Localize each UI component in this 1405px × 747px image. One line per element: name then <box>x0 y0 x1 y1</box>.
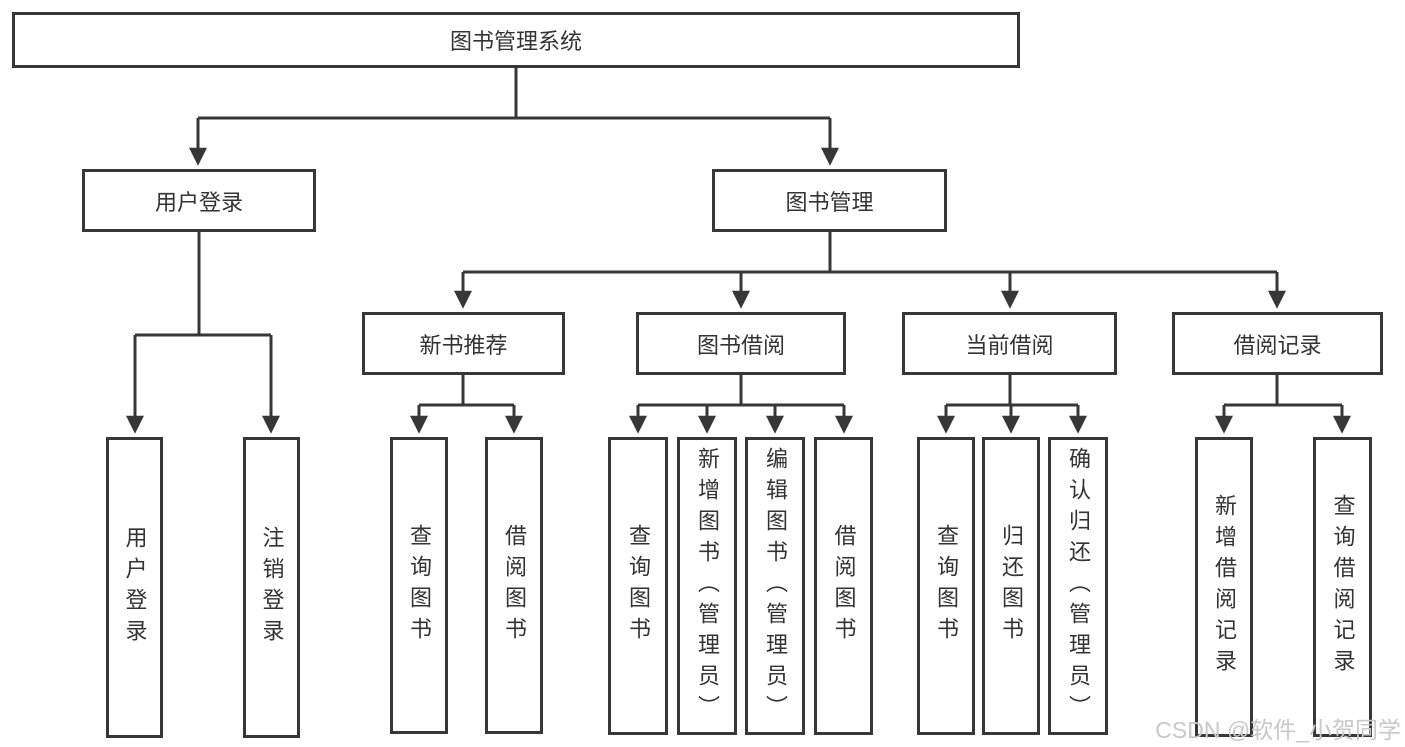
leaf-confirm-return-admin: 确认归还（管理员） <box>1048 437 1108 735</box>
leaf-add-books-admin: 新增图书（管理员） <box>677 437 737 735</box>
leaf-query-books-borrow: 查询图书 <box>608 437 668 735</box>
leaf-user-login: 用户登录 <box>106 437 163 738</box>
leaf-return-books: 归还图书 <box>982 437 1040 735</box>
node-new-book-recommendation: 新书推荐 <box>362 312 565 375</box>
node-book-management: 图书管理 <box>712 169 947 232</box>
leaf-add-borrow-record: 新增借阅记录 <box>1195 437 1253 737</box>
leaf-query-borrow-record: 查询借阅记录 <box>1313 437 1372 737</box>
leaf-borrow-books-recommend: 借阅图书 <box>485 437 543 734</box>
node-borrowing-records: 借阅记录 <box>1172 312 1383 375</box>
leaf-query-books-current: 查询图书 <box>917 437 975 735</box>
node-user-login-branch: 用户登录 <box>82 169 316 232</box>
leaf-logout-login: 注销登录 <box>243 437 300 738</box>
leaf-query-books-recommend: 查询图书 <box>390 437 448 734</box>
watermark: CSDN @软件_小贺同学 <box>1155 717 1401 743</box>
leaf-borrow-books-borrow: 借阅图书 <box>814 437 873 735</box>
node-root-system: 图书管理系统 <box>12 12 1020 68</box>
node-current-borrowing: 当前借阅 <box>902 312 1117 375</box>
leaf-edit-books-admin: 编辑图书（管理员） <box>745 437 805 735</box>
node-book-borrowing: 图书借阅 <box>636 312 846 375</box>
